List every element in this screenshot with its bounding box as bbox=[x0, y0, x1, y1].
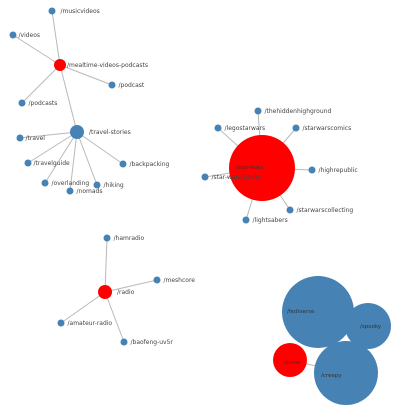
node-circle[interactable] bbox=[282, 276, 354, 348]
node-label: /baofeng-uv5r bbox=[131, 339, 174, 346]
node-circle[interactable] bbox=[119, 160, 127, 168]
node-label: /travelguide bbox=[34, 160, 71, 167]
graph-node-baofeng-uv5r[interactable]: /baofeng-uv5r bbox=[120, 338, 174, 347]
node-circle[interactable] bbox=[9, 31, 17, 39]
node-label: /hamradio bbox=[114, 235, 145, 242]
node-label: /musicvideos bbox=[61, 8, 100, 15]
node-circle[interactable] bbox=[308, 166, 316, 174]
node-layer: /mealtime-videos-podcasts/musicvideos/vi… bbox=[9, 7, 391, 405]
node-label: /star-wars-books bbox=[212, 174, 262, 181]
node-circle[interactable] bbox=[98, 285, 112, 299]
node-circle[interactable] bbox=[41, 179, 49, 187]
graph-node-travel-stories[interactable]: /travel-stories bbox=[70, 125, 131, 139]
node-circle[interactable] bbox=[286, 206, 294, 214]
graph-node-legostarwars[interactable]: /legostarwars bbox=[214, 124, 266, 133]
graph-node-starwarscollecting[interactable]: /starwarscollecting bbox=[286, 206, 354, 215]
node-label: /mealtime-videos-podcasts bbox=[67, 62, 148, 69]
node-label: /meshcore bbox=[164, 277, 196, 284]
node-label: /fediverse bbox=[287, 309, 315, 315]
graph-node-hiking[interactable]: /hiking bbox=[93, 181, 124, 190]
node-label: /podcast bbox=[119, 82, 145, 89]
node-circle[interactable] bbox=[201, 173, 209, 181]
graph-node-highrepublic[interactable]: /highrepublic bbox=[308, 166, 358, 175]
graph-node-radio[interactable]: /radio bbox=[98, 285, 135, 299]
node-circle[interactable] bbox=[18, 99, 26, 107]
graph-node-star-wars-books[interactable]: /star-wars-books bbox=[201, 173, 262, 182]
graph-node-travel[interactable]: /travel bbox=[16, 134, 46, 143]
node-circle[interactable] bbox=[345, 303, 391, 349]
graph-node-meshcore[interactable]: /meshcore bbox=[153, 276, 196, 285]
node-label: /starwarscomics bbox=[303, 125, 352, 132]
cluster-misc: /fediverse/spooky/creepy/snow bbox=[273, 276, 391, 405]
graph-node-videos[interactable]: /videos bbox=[9, 31, 41, 40]
node-circle[interactable] bbox=[24, 159, 32, 167]
node-circle[interactable] bbox=[66, 187, 74, 195]
node-label: /starwarscollecting bbox=[297, 207, 354, 214]
node-label: /radio bbox=[117, 289, 135, 296]
node-circle[interactable] bbox=[153, 276, 161, 284]
graph-node-lightsabers[interactable]: /lightsabers bbox=[242, 216, 288, 225]
node-label: /overlanding bbox=[52, 180, 90, 187]
graph-node-star-wars[interactable]: /star-wars bbox=[229, 135, 295, 201]
graph-node-hamradio[interactable]: /hamradio bbox=[103, 234, 145, 243]
node-circle[interactable] bbox=[70, 125, 84, 139]
graph-node-starwarscomics[interactable]: /starwarscomics bbox=[292, 124, 352, 133]
node-circle[interactable] bbox=[214, 124, 222, 132]
node-circle[interactable] bbox=[54, 59, 66, 71]
node-label: /thehiddenhighground bbox=[265, 108, 332, 115]
node-circle[interactable] bbox=[254, 107, 262, 115]
node-label: /hiking bbox=[104, 182, 124, 189]
node-circle[interactable] bbox=[108, 81, 116, 89]
node-circle[interactable] bbox=[273, 343, 307, 377]
graph-node-snow[interactable]: /snow bbox=[273, 343, 307, 377]
node-label: /backpacking bbox=[130, 161, 170, 168]
node-label: /star-wars bbox=[236, 165, 263, 171]
node-label: /podcasts bbox=[29, 100, 58, 107]
node-circle[interactable] bbox=[57, 319, 65, 327]
node-circle[interactable] bbox=[314, 341, 378, 405]
node-label: /lightsabers bbox=[253, 217, 288, 224]
node-circle[interactable] bbox=[16, 134, 24, 142]
graph-node-thehiddenhighground[interactable]: /thehiddenhighground bbox=[254, 107, 332, 116]
node-label: /spooky bbox=[360, 324, 382, 330]
node-circle[interactable] bbox=[93, 181, 101, 189]
graph-node-podcasts[interactable]: /podcasts bbox=[18, 99, 58, 108]
node-label: /highrepublic bbox=[319, 167, 358, 174]
graph-node-overlanding[interactable]: /overlanding bbox=[41, 179, 90, 188]
graph-node-spooky[interactable]: /spooky bbox=[345, 303, 391, 349]
graph-node-fediverse[interactable]: /fediverse bbox=[282, 276, 354, 348]
graph-node-musicvideos[interactable]: /musicvideos bbox=[48, 7, 100, 16]
graph-node-nomads[interactable]: /nomads bbox=[66, 187, 103, 196]
node-circle[interactable] bbox=[48, 7, 56, 15]
cluster-travel: /mealtime-videos-podcasts/musicvideos/vi… bbox=[9, 7, 170, 196]
node-circle[interactable] bbox=[242, 216, 250, 224]
graph-node-mealtime-videos-podcasts[interactable]: /mealtime-videos-podcasts bbox=[54, 59, 148, 71]
node-circle[interactable] bbox=[229, 135, 295, 201]
node-label: /amateur-radio bbox=[68, 320, 113, 327]
graph-node-backpacking[interactable]: /backpacking bbox=[119, 160, 170, 169]
node-label: /videos bbox=[19, 32, 41, 39]
node-circle[interactable] bbox=[292, 124, 300, 132]
graph-node-amateur-radio[interactable]: /amateur-radio bbox=[57, 319, 113, 328]
cluster-radio: /radio/hamradio/meshcore/amateur-radio/b… bbox=[57, 234, 196, 347]
cluster-starwars: /star-wars/thehiddenhighground/legostarw… bbox=[201, 107, 358, 225]
node-circle[interactable] bbox=[103, 234, 111, 242]
node-label: /creepy bbox=[321, 373, 342, 379]
node-label: /travel-stories bbox=[89, 129, 131, 136]
graph-node-podcast[interactable]: /podcast bbox=[108, 81, 145, 90]
node-label: /nomads bbox=[77, 188, 103, 195]
node-label: /legostarwars bbox=[225, 125, 266, 132]
node-circle[interactable] bbox=[120, 338, 128, 346]
graph-node-creepy[interactable]: /creepy bbox=[314, 341, 378, 405]
node-label: /snow bbox=[284, 360, 301, 366]
graph-node-travelguide[interactable]: /travelguide bbox=[24, 159, 71, 168]
node-label: /travel bbox=[26, 135, 46, 142]
